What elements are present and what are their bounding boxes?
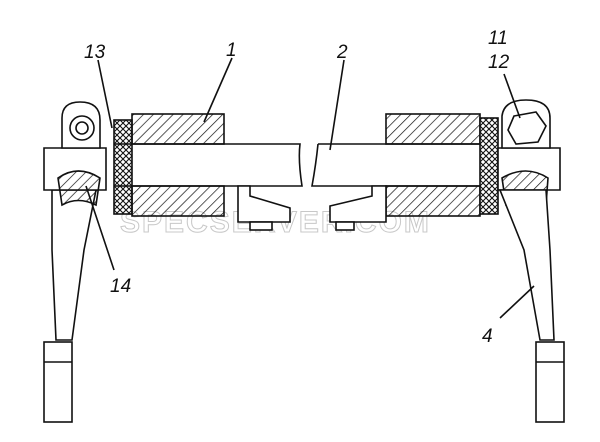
left-lever-foot: [43, 341, 73, 423]
label-11: 11: [488, 28, 508, 49]
left-lower-sleeve: [131, 185, 225, 217]
right-shaft-body: [311, 143, 491, 187]
left-assembly: [43, 101, 107, 423]
leader-4: [499, 285, 535, 319]
left-shaft-end-fitting: [237, 185, 291, 223]
right-rubber-bush: [479, 117, 499, 215]
label-14: 14: [110, 276, 131, 297]
leader-13: [97, 59, 113, 129]
right-upper-sleeve: [385, 113, 481, 145]
right-shaft-end-fitting: [329, 185, 387, 223]
right-lower-sleeve: [385, 185, 481, 217]
right-shaft: [311, 113, 491, 231]
left-bolt-core: [75, 121, 89, 135]
label-13: 13: [84, 42, 106, 63]
label-2: 2: [336, 42, 348, 63]
label-1: 1: [226, 40, 237, 61]
leader-2: [329, 59, 345, 151]
left-shaft-key: [249, 221, 273, 231]
left-shaft-body: [114, 143, 303, 187]
leader-1: [203, 57, 233, 123]
left-rubber-bush: [113, 119, 133, 215]
hex-nut-icon: [507, 111, 547, 145]
right-shaft-key: [335, 221, 355, 231]
right-lever-arm: [498, 189, 555, 341]
left-upper-sleeve: [131, 113, 225, 145]
label-4: 4: [482, 326, 493, 347]
right-lever-foot: [535, 341, 565, 423]
leader-14: [85, 185, 115, 271]
leader-12: [503, 73, 521, 119]
left-bushing: [57, 170, 101, 207]
right-assembly: [497, 99, 565, 423]
leader-lines: [85, 57, 535, 319]
label-12: 12: [488, 52, 510, 73]
left-shaft: [114, 113, 303, 231]
left-lever-arm: [51, 189, 97, 341]
